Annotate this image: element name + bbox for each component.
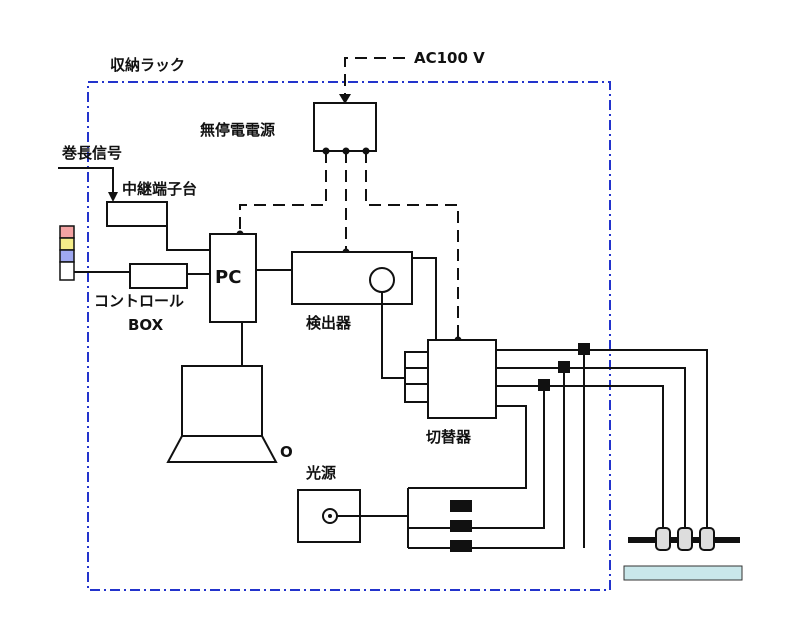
- power-line-switcher: [365, 151, 459, 340]
- monitor-base: [166, 435, 278, 463]
- switcher-out-3: [496, 385, 664, 528]
- control-box-label-2: BOX: [128, 316, 164, 334]
- detector-lens-icon: [369, 267, 395, 293]
- switcher-out-2: [496, 367, 686, 528]
- monitor-mark: O: [280, 443, 293, 461]
- storage-rack-border: [87, 81, 611, 591]
- detector-to-switcher-line: [412, 257, 437, 340]
- switcher-port-block: [404, 351, 429, 403]
- light-source-label: 光源: [305, 464, 336, 482]
- signal-lamp-blue: [59, 249, 75, 263]
- switcher-to-light-1: [408, 405, 527, 489]
- ups-box: [313, 102, 377, 152]
- sensor-head-2: [677, 527, 693, 551]
- storage-rack-label: 収納ラック: [110, 56, 185, 74]
- connector-out-1: [578, 343, 590, 355]
- switcher-label: 切替器: [426, 428, 472, 446]
- relay-terminal-label: 中継端子台: [122, 180, 197, 198]
- relay-to-pc-line: [166, 226, 210, 251]
- power-line-pc: [239, 151, 327, 234]
- ups-label: 無停電電源: [200, 121, 275, 139]
- control-box: [129, 263, 188, 289]
- monitor-screen: [181, 365, 263, 437]
- pc-box: [209, 233, 257, 323]
- signal-lamp-red: [59, 225, 75, 239]
- switcher-box: [427, 339, 497, 419]
- sensor-head-1: [655, 527, 671, 551]
- detector-label: 検出器: [306, 314, 352, 332]
- light-connector-2: [450, 520, 472, 532]
- signal-lamp-yellow: [59, 237, 75, 251]
- control-box-label-1: コントロール: [94, 292, 184, 310]
- ac-feed-arrow: [339, 94, 351, 104]
- pc-label: PC: [215, 267, 241, 288]
- connector-out-2: [558, 361, 570, 373]
- light-connector-3: [450, 540, 472, 552]
- ac-label: AC100 V: [414, 49, 485, 67]
- light-source-center: [328, 514, 332, 518]
- connector-out-3: [538, 379, 550, 391]
- coil-signal-label: 巻長信号: [61, 144, 122, 162]
- ac-feed-line: [344, 57, 405, 98]
- sensor-head-3: [699, 527, 715, 551]
- coil-signal-line: [58, 167, 114, 196]
- switcher-port-div-1: [405, 367, 428, 385]
- coil-signal-arrow: [108, 192, 118, 202]
- switcher-out-1: [496, 349, 708, 528]
- detector-fiber-line: [381, 292, 408, 379]
- measured-plate: [623, 565, 743, 581]
- light-connector-1: [450, 500, 472, 512]
- relay-terminal-box: [106, 201, 168, 227]
- signal-lamp-white: [59, 261, 75, 281]
